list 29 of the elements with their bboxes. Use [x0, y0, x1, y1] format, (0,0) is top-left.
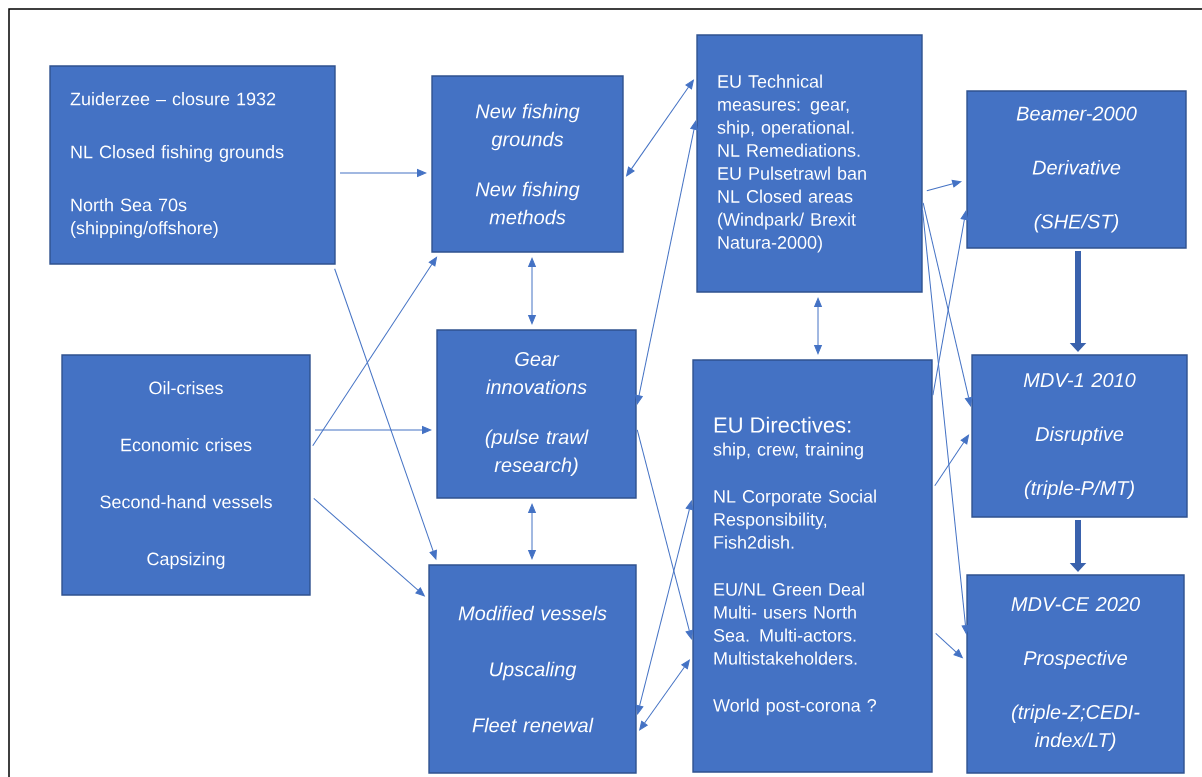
process-box: Zuiderzee – closure 1932 NL Closed fishing grounds North Sea 70s (shipping/offshore) [49, 65, 336, 265]
arrow [926, 179, 962, 192]
arrow [626, 79, 694, 177]
arrow [528, 257, 536, 325]
arrow [313, 497, 425, 597]
process-box: Beamer-2000 Derivative (SHE/ST) [966, 90, 1187, 249]
arrow [636, 429, 694, 640]
arrow [639, 659, 690, 731]
process-box: New fishing grounds New fishing methods [431, 75, 624, 253]
arrow [334, 268, 437, 560]
arrow [934, 434, 969, 487]
arrow [814, 297, 822, 355]
process-box: Gear innovations (pulse trawl research) [436, 329, 637, 499]
process-box: Modified vessels Upscaling Fleet renewal [428, 564, 637, 774]
process-box: MDV-CE 2020 Prospective (triple-Z;CEDI-index/LT) [966, 574, 1185, 774]
process-box: EU Directives: ship, crew, training NL Corporate Social Responsibility, Fish2dish. EU/NL Green Deal Multi- users North Sea. Multi-actors. Multistakeholders. World post-corona ? [692, 359, 933, 773]
process-box: Oil-crises Economic crises Second-hand vessels Capsizing [61, 354, 311, 596]
arrow [314, 426, 432, 434]
process-box: EU Technical measures: gear, ship, operational. NL Remediations. EU Pulsetrawl ban NL Closed areas (Windpark/ Brexit Natura-2000) [696, 34, 923, 293]
arrow [635, 500, 694, 715]
arrow [922, 202, 973, 407]
arrow [528, 503, 536, 560]
arrow [922, 209, 970, 635]
arrow [935, 632, 963, 659]
arrow [339, 169, 427, 177]
arrow [932, 210, 969, 396]
process-box: MDV-1 2010 Disruptive (triple-P/MT) [971, 354, 1188, 518]
arrow [635, 120, 698, 405]
arrow [312, 256, 437, 447]
